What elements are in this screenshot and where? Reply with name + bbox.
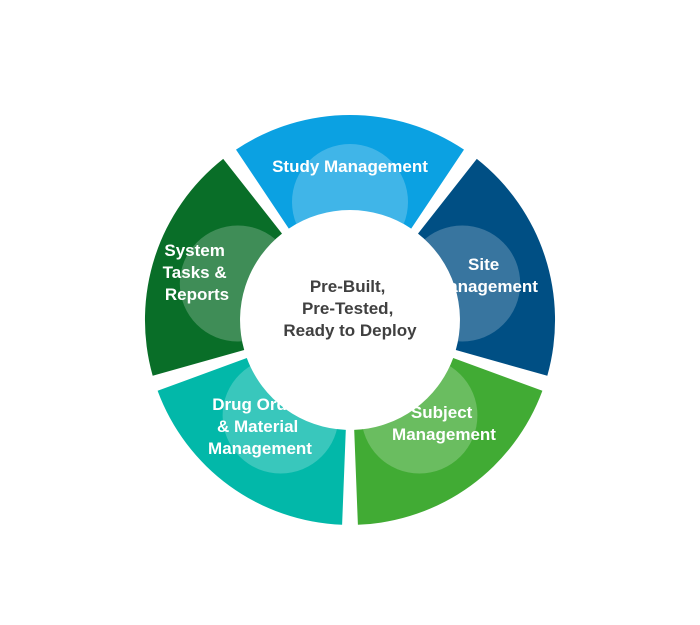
site-management-label: Site Management bbox=[434, 255, 538, 296]
segment-overlap-highlights bbox=[179, 144, 521, 474]
segment-subject-management bbox=[354, 358, 543, 525]
center-tagline: Pre-Built, Pre-Tested, Ready to Deploy bbox=[283, 277, 417, 340]
study-management-label: Study Management bbox=[272, 157, 428, 176]
segment-drug-order-material-management bbox=[157, 358, 346, 525]
segment-study-management bbox=[236, 114, 464, 229]
center-disc bbox=[246, 216, 454, 424]
subject-management-label: Subject Management bbox=[392, 403, 496, 444]
segment-site-management bbox=[418, 158, 556, 376]
segment-system-tasks-reports bbox=[144, 158, 282, 376]
system-tasks-reports-label: System Tasks & Reports bbox=[163, 241, 232, 304]
drug-order-material-management-label: Drug Order & Material Management bbox=[208, 395, 312, 458]
